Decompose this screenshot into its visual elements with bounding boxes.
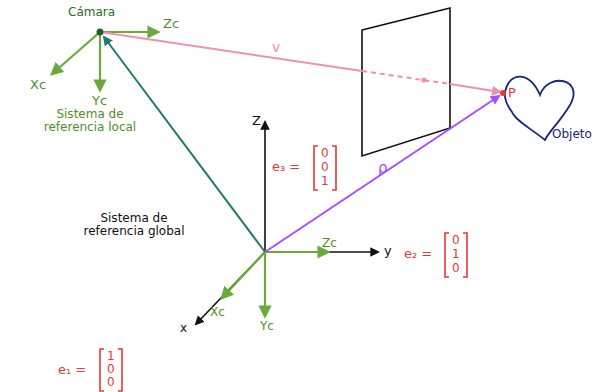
axis-label: Yc [260, 320, 274, 333]
basis-vector-label: e₃ = [272, 160, 300, 174]
axis-label: Z [252, 114, 261, 128]
matrix-entry: 1 [107, 350, 115, 363]
point-label: P [508, 86, 516, 100]
matrix-entry: 0 [321, 147, 329, 160]
camera-xc-axis [52, 32, 100, 74]
y-axis [265, 251, 378, 253]
axis-label: Xc [30, 78, 46, 92]
global-frame-label: Sistema de referencia global [78, 212, 190, 238]
axis-label: Zc [322, 237, 337, 250]
zc-axis [265, 251, 328, 253]
axis-label: Zc [163, 17, 179, 31]
matrix-brackets [100, 146, 467, 391]
basis-vector-label: e₂ = [404, 247, 432, 261]
v-vector [100, 32, 362, 71]
axis-label: y [384, 244, 392, 258]
yc-axis [264, 252, 266, 316]
v-vector-end [450, 84, 500, 92]
camera-yc-axis [99, 32, 101, 90]
matrix-entry: 1 [452, 248, 460, 261]
image-plane [362, 8, 450, 156]
camera-label: Cámara [68, 6, 115, 19]
matrix-entry: 0 [452, 262, 460, 275]
object-label: Objeto [552, 128, 592, 141]
axis-label: Xc [210, 306, 225, 319]
matrix-entry: 0 [321, 161, 329, 174]
xc-axis [222, 252, 265, 298]
camera-point [97, 29, 104, 36]
basis-vector-label: e₁ = [58, 363, 86, 377]
vector-label: ρ [378, 160, 388, 177]
matrix-entry: 0 [107, 363, 115, 376]
matrix-entry: 0 [107, 376, 115, 389]
projection-point [421, 77, 426, 82]
x-axis [196, 252, 265, 324]
axis-label: x [180, 322, 187, 335]
v-vector-hidden [362, 71, 450, 84]
local-frame-label: Sistema de referencia local [30, 108, 150, 134]
matrix-entry: 0 [452, 234, 460, 247]
z-axis [264, 122, 266, 252]
matrix-entry: 1 [321, 175, 329, 188]
axis-label: Yc [92, 94, 107, 108]
point-p [500, 90, 506, 96]
rho-vector [265, 96, 499, 252]
vector-label: v [272, 40, 280, 55]
